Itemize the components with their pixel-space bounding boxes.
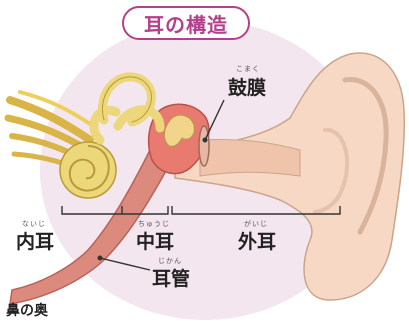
diagram-title: 耳の構造: [122, 6, 250, 40]
inner-ear-label: 内耳: [16, 227, 54, 254]
cochlea: [60, 142, 116, 198]
eardrum: [199, 126, 209, 166]
outer-ear-label: 外耳: [238, 227, 276, 254]
eardrum-label: 鼓膜: [228, 73, 266, 100]
back-of-nose-label: 鼻の奥: [6, 300, 48, 320]
middle-ear-label: 中耳: [136, 227, 174, 254]
ear-tube-label: 耳管: [152, 264, 190, 291]
